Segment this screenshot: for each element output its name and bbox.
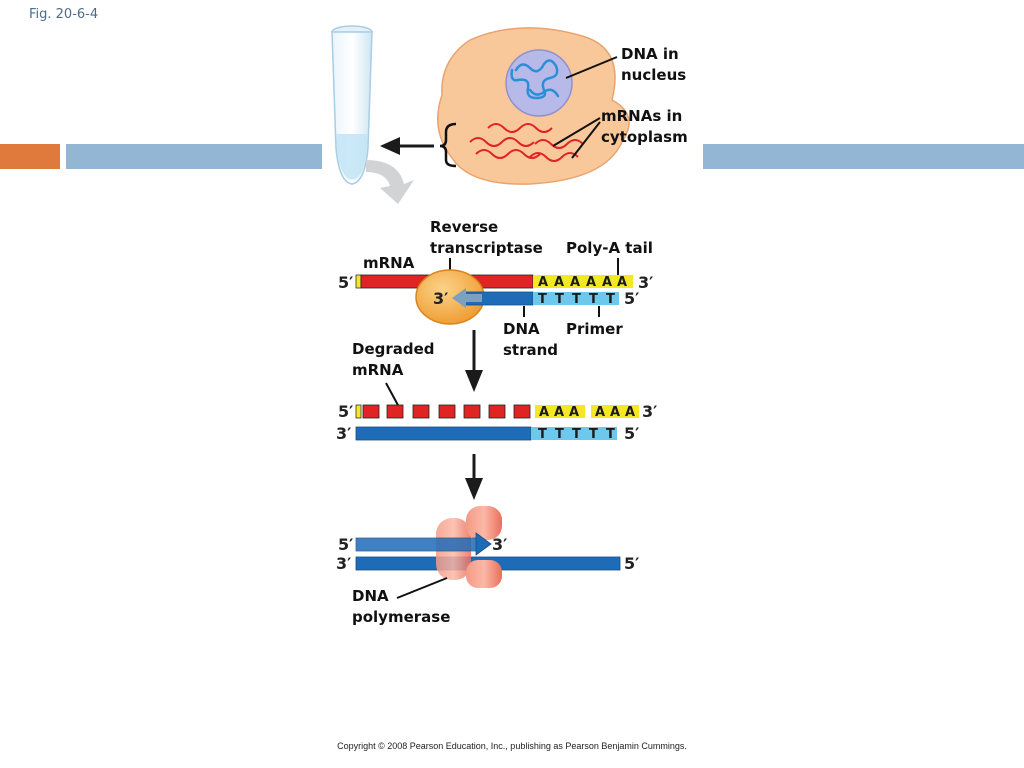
mrna-fragment (412, 404, 430, 419)
poly-a-tail-2a (535, 405, 585, 418)
end-5-prime-2b: 5′ (624, 424, 639, 443)
dna-polymerase (436, 506, 502, 588)
mrna-fragment (362, 404, 380, 419)
primer (533, 292, 619, 305)
end-3-prime-3: 3′ (336, 554, 351, 573)
base-letter: T (589, 292, 598, 307)
end-3-prime-arrow: 3′ (492, 535, 507, 554)
end-5-prime-bottom: 5′ (624, 289, 639, 308)
poly-a-tail (533, 275, 633, 288)
label-degraded: Degraded (352, 340, 435, 358)
brace-icon (439, 122, 457, 168)
mrna-fragments (362, 404, 531, 419)
mrna-fragment (463, 404, 481, 419)
base-letter: T (572, 427, 581, 442)
label-nucleus: nucleus (621, 66, 686, 84)
label-strand: strand (503, 341, 558, 359)
base-letter: A (539, 405, 549, 420)
base-letter: A (554, 275, 564, 290)
figure-label: Fig. 20-6-4 (29, 7, 99, 22)
label-primer: Primer (566, 320, 623, 338)
mrna-fragment (386, 404, 404, 419)
mrna-fragment (488, 404, 506, 419)
accent-bar-left (66, 144, 322, 169)
elongation-arrow-icon (475, 532, 492, 556)
mrna-fragment (438, 404, 456, 419)
base-letter: A (617, 275, 627, 290)
label-cytoplasm: cytoplasm (601, 128, 688, 146)
base-letter: A (538, 275, 548, 290)
base-letter: A (586, 275, 596, 290)
mrna-fragment (513, 404, 531, 419)
primer-2 (531, 427, 617, 440)
end-5-prime-2: 5′ (338, 402, 353, 421)
base-letter: A (554, 405, 564, 420)
label-dna-pol: DNA (352, 587, 389, 605)
curved-arrow-icon (366, 160, 414, 204)
label-degraded-mrna: mRNA (352, 361, 404, 379)
down-arrow-icon-1 (465, 330, 483, 392)
base-letter: T (606, 427, 615, 442)
new-strand (355, 537, 477, 552)
base-letter: T (572, 292, 581, 307)
base-letter: T (538, 292, 547, 307)
down-arrow-icon-2 (465, 454, 483, 500)
base-letter: T (555, 427, 564, 442)
base-letter: A (610, 405, 620, 420)
end-3-prime-2b: 3′ (336, 424, 351, 443)
base-letter: T (555, 292, 564, 307)
dna-squiggle (510, 59, 560, 100)
label-dna-in: DNA in (621, 45, 679, 63)
enzyme-3-prime: 3′ (433, 289, 448, 308)
end-5-prime: 5′ (338, 273, 353, 292)
base-letter: A (569, 405, 579, 420)
base-letter: A (625, 405, 635, 420)
test-tube (331, 25, 373, 185)
label-mrna: mRNA (363, 254, 415, 272)
accent-bar-right (703, 144, 1024, 169)
label-poly-a-tail: Poly-A tail (566, 239, 653, 257)
synthesis-arrow-icon (452, 288, 482, 308)
base-letter: A (570, 275, 580, 290)
base-letter: A (595, 405, 605, 420)
label-polymerase: polymerase (352, 608, 450, 626)
base-letter: A (602, 275, 612, 290)
mrna-squiggles (469, 123, 584, 162)
dna-strand-2 (355, 426, 532, 441)
base-letter: T (589, 427, 598, 442)
label-mrnas-in: mRNAs in (601, 107, 682, 125)
base-letter: T (606, 292, 615, 307)
label-dna: DNA (503, 320, 540, 338)
left-arrow-icon (380, 137, 434, 155)
end-3-prime-2: 3′ (642, 402, 657, 421)
end-5-prime-3: 5′ (338, 535, 353, 554)
label-transcriptase: transcriptase (430, 239, 543, 257)
copyright-notice: Copyright © 2008 Pearson Education, Inc.… (337, 741, 687, 751)
end-3-prime: 3′ (638, 273, 653, 292)
end-5-prime-3b: 5′ (624, 554, 639, 573)
accent-bar-orange (0, 144, 60, 169)
label-reverse: Reverse (430, 218, 498, 236)
nucleus (505, 49, 573, 117)
poly-a-tail-2b (591, 405, 639, 418)
base-letter: T (538, 427, 547, 442)
